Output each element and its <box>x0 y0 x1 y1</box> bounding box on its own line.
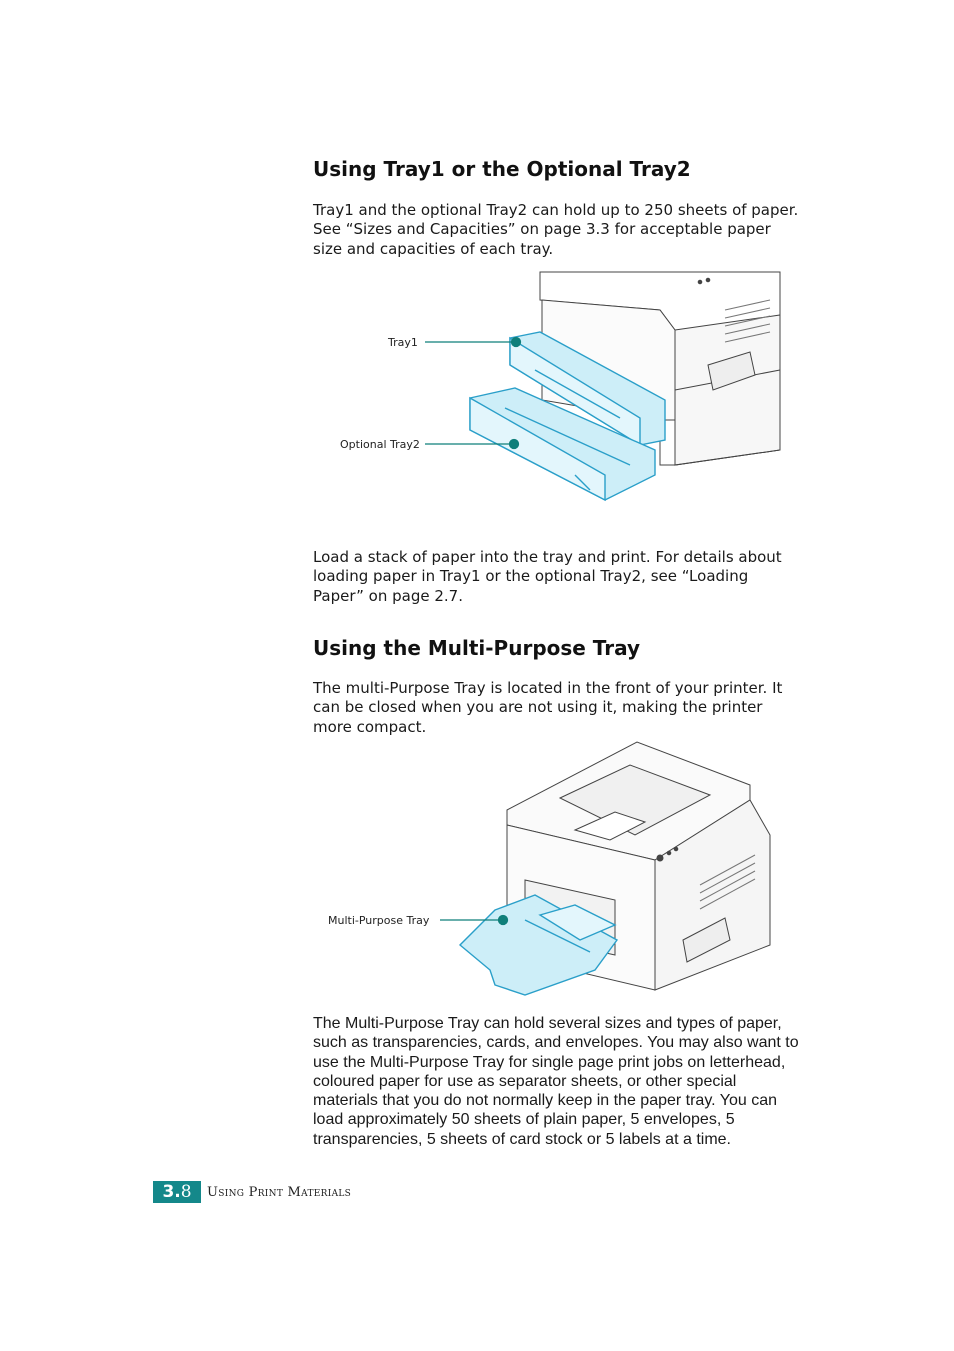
paragraph-tray-intro: Tray1 and the optional Tray2 can hold up… <box>313 201 799 258</box>
page-number: 8 <box>180 1182 192 1202</box>
paragraph-mp-intro: The multi-Purpose Tray is located in the… <box>313 679 783 736</box>
chapter-title: Using Print Materials <box>207 1184 352 1200</box>
figure-tray1-tray2: Tray1 Optional Tray2 <box>340 271 781 502</box>
callout-label-multi-purpose-tray: Multi-Purpose Tray <box>328 914 430 927</box>
paragraph-mp-details: The Multi-Purpose Tray can hold several … <box>313 1015 799 1148</box>
chapter-number: 3. <box>162 1182 181 1202</box>
section-heading-multi-purpose: Using the Multi-Purpose Tray <box>313 636 641 660</box>
callout-label-optional-tray2: Optional Tray2 <box>340 438 420 451</box>
figure-multi-purpose-tray: Multi-Purpose Tray <box>328 741 771 996</box>
section-heading-tray1: Using Tray1 or the Optional Tray2 <box>313 157 691 181</box>
page-number-badge: 3.8 <box>153 1181 201 1203</box>
paragraph-tray-load: Load a stack of paper into the tray and … <box>313 548 782 605</box>
callout-label-tray1: Tray1 <box>387 336 418 349</box>
page-footer: 3.8 Using Print Materials <box>153 1181 351 1203</box>
